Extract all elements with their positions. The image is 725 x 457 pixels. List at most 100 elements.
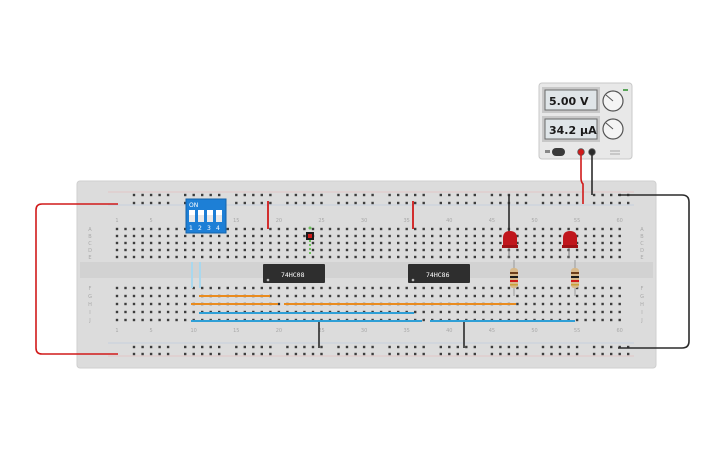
breadboard-hole[interactable] <box>431 234 434 238</box>
breadboard-hole[interactable] <box>482 227 485 231</box>
breadboard-hole[interactable] <box>286 201 289 205</box>
breadboard-hole[interactable] <box>175 255 178 259</box>
breadboard-hole[interactable] <box>405 352 408 356</box>
breadboard-hole[interactable] <box>473 201 476 205</box>
breadboard-hole[interactable] <box>610 248 613 252</box>
breadboard-hole[interactable] <box>618 234 621 238</box>
breadboard-hole[interactable] <box>371 227 374 231</box>
breadboard-hole[interactable] <box>345 255 349 259</box>
breadboard-hole[interactable] <box>226 227 229 231</box>
breadboard-hole[interactable] <box>397 345 400 349</box>
breadboard-hole[interactable] <box>303 201 306 205</box>
breadboard-hole[interactable] <box>201 255 204 259</box>
breadboard-hole[interactable] <box>209 255 212 259</box>
breadboard-hole[interactable] <box>379 255 383 259</box>
breadboard-hole[interactable] <box>320 234 323 238</box>
indicator-component[interactable] <box>306 226 314 257</box>
breadboard-hole[interactable] <box>345 294 349 298</box>
breadboard-hole[interactable] <box>226 234 229 238</box>
breadboard-hole[interactable] <box>575 227 579 231</box>
breadboard-hole[interactable] <box>456 234 459 238</box>
breadboard-hole[interactable] <box>405 345 408 349</box>
breadboard-hole[interactable] <box>192 248 195 252</box>
breadboard-hole[interactable] <box>132 352 136 356</box>
red-wire-left-rails[interactable] <box>35 203 118 355</box>
breadboard-hole[interactable] <box>132 255 136 259</box>
breadboard-hole[interactable] <box>422 255 425 259</box>
breadboard-hole[interactable] <box>456 255 459 259</box>
breadboard-hole[interactable] <box>567 201 570 205</box>
breadboard-hole[interactable] <box>592 310 596 314</box>
breadboard-hole[interactable] <box>141 286 144 290</box>
breadboard-hole[interactable] <box>124 234 127 238</box>
breadboard-hole[interactable] <box>456 310 459 314</box>
breadboard-hole[interactable] <box>192 294 195 298</box>
breadboard-hole[interactable] <box>550 294 553 298</box>
breadboard-hole[interactable] <box>567 310 570 314</box>
breadboard-hole[interactable] <box>584 234 587 238</box>
breadboard-hole[interactable] <box>422 310 425 314</box>
breadboard-hole[interactable] <box>192 310 195 314</box>
breadboard-hole[interactable] <box>362 241 366 245</box>
breadboard-hole[interactable] <box>158 302 161 306</box>
breadboard-hole[interactable] <box>166 234 170 238</box>
breadboard-hole[interactable] <box>166 286 170 290</box>
breadboard-hole[interactable] <box>601 286 604 290</box>
breadboard-hole[interactable] <box>388 345 391 349</box>
breadboard-hole[interactable] <box>397 201 400 205</box>
breadboard-hole[interactable] <box>286 241 289 245</box>
breadboard-hole[interactable] <box>277 294 281 298</box>
breadboard-hole[interactable] <box>550 255 553 259</box>
breadboard-hole[interactable] <box>184 227 187 231</box>
breadboard-hole[interactable] <box>592 234 596 238</box>
breadboard-hole[interactable] <box>601 234 604 238</box>
breadboard-hole[interactable] <box>277 286 281 290</box>
breadboard-hole[interactable] <box>132 318 136 322</box>
breadboard-hole[interactable] <box>397 294 400 298</box>
breadboard-hole[interactable] <box>124 248 127 252</box>
breadboard-hole[interactable] <box>541 241 545 245</box>
breadboard-hole[interactable] <box>294 255 298 259</box>
resistor-2[interactable] <box>571 260 579 296</box>
breadboard-hole[interactable] <box>132 241 136 245</box>
breadboard-hole[interactable] <box>379 248 383 252</box>
breadboard-hole[interactable] <box>252 201 255 205</box>
breadboard-hole[interactable] <box>328 234 332 238</box>
breadboard-hole[interactable] <box>269 248 272 252</box>
breadboard-hole[interactable] <box>218 234 221 238</box>
breadboard-hole[interactable] <box>575 345 579 349</box>
breadboard-hole[interactable] <box>550 286 553 290</box>
breadboard-hole[interactable] <box>516 310 519 314</box>
breadboard-hole[interactable] <box>439 241 442 245</box>
breadboard-hole[interactable] <box>218 241 221 245</box>
breadboard-hole[interactable] <box>405 193 408 197</box>
breadboard-hole[interactable] <box>201 345 204 349</box>
breadboard-hole[interactable] <box>473 286 476 290</box>
breadboard-hole[interactable] <box>601 345 604 349</box>
breadboard-hole[interactable] <box>601 248 604 252</box>
breadboard-hole[interactable] <box>388 294 391 298</box>
breadboard-hole[interactable] <box>371 241 374 245</box>
breadboard-hole[interactable] <box>149 241 153 245</box>
breadboard-hole[interactable] <box>115 255 119 259</box>
breadboard-hole[interactable] <box>456 201 459 205</box>
breadboard-hole[interactable] <box>490 294 494 298</box>
dip-switch-toggle-4[interactable] <box>216 210 222 222</box>
breadboard-hole[interactable] <box>558 294 562 298</box>
breadboard-hole[interactable] <box>286 193 289 197</box>
breadboard-hole[interactable] <box>235 286 238 290</box>
breadboard-hole[interactable] <box>192 234 195 238</box>
breadboard-hole[interactable] <box>166 310 170 314</box>
breadboard-hole[interactable] <box>405 227 408 231</box>
breadboard-hole[interactable] <box>516 352 519 356</box>
breadboard-hole[interactable] <box>192 345 195 349</box>
breadboard-hole[interactable] <box>184 302 187 306</box>
breadboard-hole[interactable] <box>192 352 195 356</box>
breadboard-hole[interactable] <box>337 352 340 356</box>
breadboard-hole[interactable] <box>618 241 621 245</box>
breadboard-hole[interactable] <box>235 352 238 356</box>
breadboard-hole[interactable] <box>558 227 562 231</box>
breadboard-hole[interactable] <box>132 286 136 290</box>
breadboard-hole[interactable] <box>286 286 289 290</box>
